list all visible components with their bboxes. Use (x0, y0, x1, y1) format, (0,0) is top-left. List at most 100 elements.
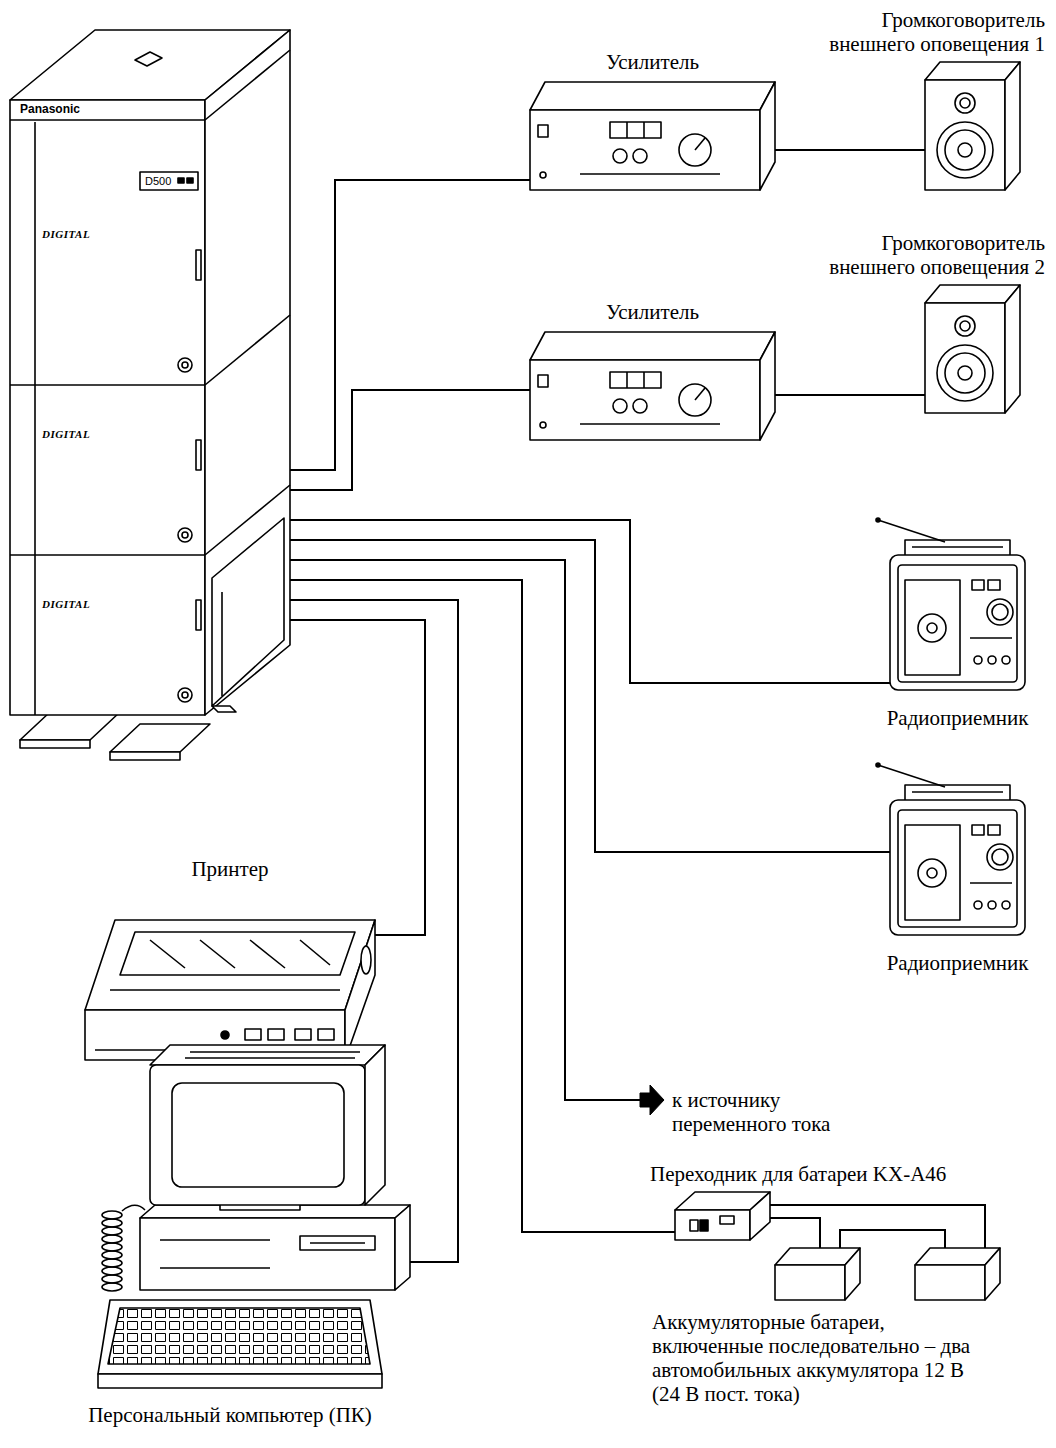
radio: Радиоприемник (890, 785, 1025, 935)
radio: Радиоприемник (890, 540, 1025, 690)
cable-path (290, 180, 530, 470)
pbx-cabinet (20, 712, 120, 740)
battery-drawing (985, 1248, 1000, 1300)
amplifier-drawing (643, 372, 645, 388)
printer-drawing (200, 940, 235, 968)
loudspeaker-drawing (958, 366, 972, 380)
coiled-cord (102, 1267, 122, 1275)
loudspeaker-drawing (955, 93, 975, 113)
pbx-cabinet (205, 50, 290, 120)
radio-drawing (970, 882, 1012, 884)
pbx-cabinet (182, 692, 188, 698)
computer-drawing (160, 1239, 270, 1241)
cable-line (290, 180, 530, 470)
pbx-cabinet (212, 706, 236, 712)
amplifier: Усилитель (530, 80, 775, 190)
radio-drawing (972, 580, 984, 590)
device-label: Радиоприемник (887, 951, 1029, 975)
radio-drawing (898, 810, 1017, 927)
pbx-cabinet (135, 52, 162, 66)
loudspeaker-drawing (945, 130, 985, 170)
amplifier-drawing (626, 122, 628, 138)
pbx-cabinet (178, 178, 184, 183)
pbx-cabinet (10, 554, 205, 556)
computer-drawing (150, 1045, 385, 1065)
battery-adapter-drawing (690, 1220, 698, 1231)
battery-pair: Аккумуляторные батареи, включенные после… (775, 1248, 1000, 1300)
panel-marking: DIGITAL (42, 598, 90, 610)
loudspeaker-drawing (925, 62, 1020, 190)
printer-drawing (250, 940, 285, 968)
coiled-cord (102, 1283, 122, 1291)
radio-drawing (905, 540, 1010, 556)
printer-drawing (345, 920, 375, 1060)
amplifier-drawing (695, 138, 705, 150)
radio-drawing (890, 800, 1025, 935)
computer-drawing (395, 1205, 410, 1290)
loudspeaker-drawing (925, 285, 1020, 303)
cable-line (290, 520, 890, 683)
amplifier-drawing (530, 332, 775, 360)
amplifier-drawing (695, 388, 705, 400)
radio-drawing (918, 859, 946, 887)
coiled-cord (102, 1275, 122, 1283)
radio-drawing (927, 623, 937, 633)
radio-drawing (1002, 901, 1010, 909)
model-name: D500 (145, 175, 171, 187)
radio-drawing (876, 763, 1025, 935)
radio-drawing (878, 765, 945, 787)
amplifier-drawing (613, 149, 627, 163)
battery-drawing (775, 1265, 845, 1300)
pbx-cabinet (110, 724, 210, 752)
device-label: Громкоговоритель внешнего оповещения 2 (795, 231, 1045, 279)
pbx-cabinet (10, 384, 205, 386)
radio-drawing (970, 637, 1012, 639)
device-label: Усилитель (606, 300, 699, 324)
loudspeaker-drawing (925, 62, 1020, 80)
cable-line (290, 390, 530, 490)
coiled-cord (102, 1227, 122, 1235)
cable-path (775, 394, 925, 396)
radio-drawing (876, 518, 880, 522)
pbx-cabinet (10, 100, 205, 715)
amplifier-drawing (540, 422, 546, 428)
device-label: Громкоговоритель внешнего оповещения 1 (795, 8, 1045, 56)
cable-path (770, 1205, 985, 1248)
pbx-cabinet (205, 30, 290, 715)
coiled-cord (102, 1243, 122, 1251)
pbx-cabinet (221, 592, 223, 696)
cable-line (775, 150, 925, 151)
device-label: Аккумуляторные батареи, включенные после… (652, 1310, 997, 1407)
panel-marking: DIGITAL (42, 428, 90, 440)
amplifier-drawing (610, 372, 661, 388)
power-label: к источнику переменного тока (672, 1088, 852, 1136)
loudspeaker-drawing (937, 122, 993, 178)
amplifier-drawing (760, 332, 775, 440)
printer: Принтер (85, 895, 375, 1065)
computer-drawing (365, 1045, 385, 1205)
pbx-cabinet (196, 250, 201, 280)
battery-drawing (775, 1248, 1000, 1300)
pbx-cabinet: PanasonicD500 (10, 28, 290, 760)
pbx-cabinet (10, 30, 290, 760)
cable-line (775, 395, 925, 396)
printer-drawing (221, 1031, 229, 1039)
radio-drawing (974, 901, 982, 909)
loudspeaker-drawing (960, 98, 970, 108)
loudspeaker-drawing (925, 285, 1020, 413)
loudspeaker-drawing (960, 321, 970, 331)
printer-drawing (245, 1029, 261, 1040)
computer-drawing (160, 1267, 270, 1269)
amplifier-drawing (530, 332, 775, 440)
amplifier-drawing (633, 399, 647, 413)
battery-adapter-drawing (675, 1192, 770, 1240)
loudspeaker-drawing (1005, 62, 1020, 190)
radio-drawing (905, 825, 960, 920)
loudspeaker-drawing (937, 345, 993, 401)
printer-drawing (318, 1029, 334, 1040)
radio-drawing (974, 656, 982, 664)
battery-adapter-drawing (675, 1210, 750, 1240)
radio-drawing (1002, 656, 1010, 664)
radio-drawing (988, 901, 996, 909)
